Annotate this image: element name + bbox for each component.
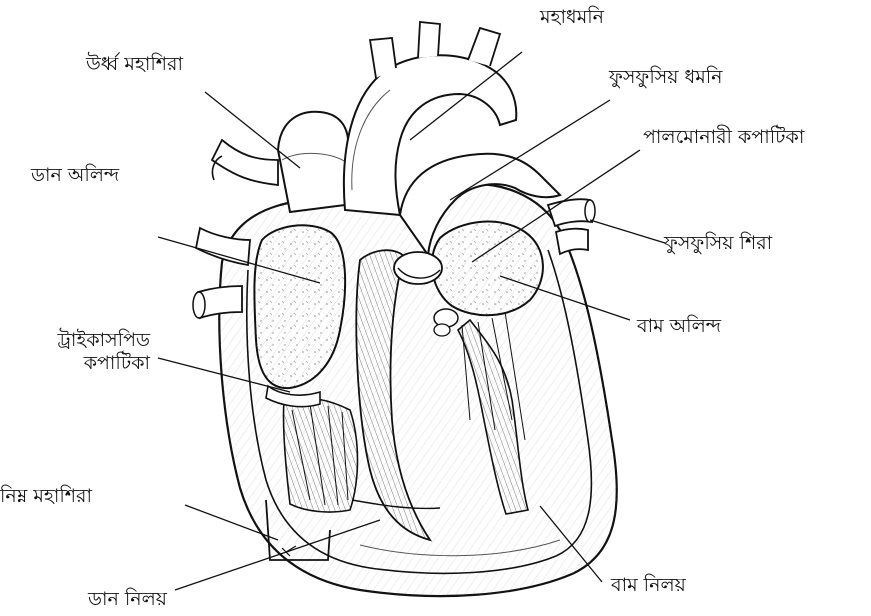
label-left-ventricle: বাম নিলয় [611,574,686,597]
label-tricuspid-line-2: কপাটিকা [0,352,150,375]
label-tricuspid-line-1: ট্রাইকাসপিড [0,329,150,352]
aortic-branch-3 [468,28,500,66]
pulmonary-vein-lower [556,229,588,254]
label-pulmonary-artery: ফুসফুসিয় ধমনি [609,66,723,89]
aortic-valve-cup [394,252,442,284]
label-right-atrium: ডান অলিন্দ [31,164,119,187]
superior-vena-cava-shape [278,112,348,212]
left-atrium-chamber [432,222,543,316]
label-tricuspid-valve: ট্রাইকাসপিড কপাটিকা [0,329,150,375]
label-left-atrium: বাম অলিন্দ [637,315,721,338]
label-pulmonary-valve: পালমোনারী কপাটিকা [643,126,804,149]
label-pulmonary-veins: ফুসফুসিয় শিরা [664,232,772,255]
label-inferior-vena-cava: নিম্ন মহাশিরা [0,485,92,508]
right-ventricle-papillary [283,398,357,512]
aortic-branch-2 [418,22,440,58]
label-right-ventricle: ডান নিলয় [88,588,167,611]
label-superior-vena-cava: উর্ধ্ব মহাশিরা [86,53,183,76]
label-aorta: মহাধমনি [540,6,604,29]
vessel-stub-upper-left [212,140,278,185]
